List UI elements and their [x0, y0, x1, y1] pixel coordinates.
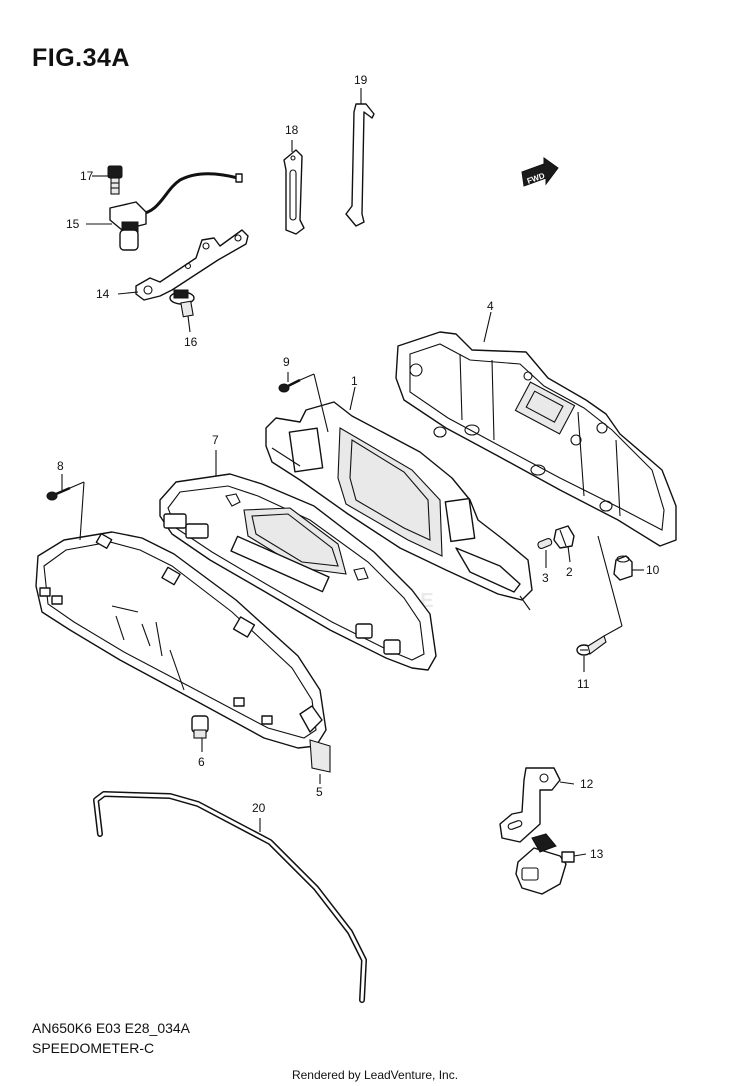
callout-20: 20 — [252, 801, 266, 815]
part-1-meter-body[interactable] — [265, 401, 533, 611]
part-19-hook[interactable] — [345, 103, 375, 227]
callout-18: 18 — [285, 123, 299, 137]
callout-9: 9 — [283, 355, 290, 369]
callout-10: 10 — [646, 563, 660, 577]
figure-title: FIG.34A — [32, 44, 130, 72]
fwd-arrow-icon: FWD — [521, 157, 559, 187]
part-15-speed-sensor[interactable] — [109, 172, 243, 251]
part-2-grommet[interactable] — [553, 525, 575, 549]
part-16-bolt[interactable] — [169, 289, 195, 318]
callout-19: 19 — [354, 73, 368, 87]
part-4-rear-case[interactable] — [395, 331, 677, 547]
part-12-bracket[interactable] — [499, 767, 561, 843]
section-name: SPEEDOMETER-C — [32, 1040, 155, 1056]
callout-17: 17 — [80, 169, 94, 183]
callout-11: 11 — [577, 677, 590, 691]
callout-3: 3 — [542, 571, 549, 585]
callout-5: 5 — [316, 785, 323, 799]
callout-16: 16 — [184, 335, 198, 349]
callout-13: 13 — [590, 847, 604, 861]
part-7-front-panel[interactable] — [159, 473, 437, 671]
model-code: AN650K6 E03 E28_034A — [32, 1020, 191, 1036]
part-5-lens-cover[interactable] — [35, 531, 331, 773]
render-credit: Rendered by LeadVenture, Inc. — [291, 1068, 459, 1082]
callout-14: 14 — [96, 287, 110, 301]
part-18-strap[interactable] — [283, 149, 305, 235]
callout-8: 8 — [57, 459, 64, 473]
callout-6: 6 — [198, 755, 205, 769]
part-14-bracket[interactable] — [135, 229, 249, 301]
part-11-screw[interactable] — [576, 635, 607, 656]
part-9-screw[interactable] — [278, 378, 301, 393]
leader-lines — [61, 88, 644, 857]
callout-15: 15 — [66, 217, 80, 231]
part-6-clip[interactable] — [191, 715, 209, 739]
part-13-connector[interactable] — [515, 833, 575, 895]
callout-7: 7 — [212, 433, 219, 447]
callout-4: 4 — [487, 299, 494, 313]
part-17-bolt[interactable] — [107, 165, 123, 195]
part-8-screw[interactable] — [46, 486, 71, 501]
callout-2: 2 — [566, 565, 573, 579]
callout-1: 1 — [351, 374, 358, 388]
part-3-pin[interactable] — [537, 538, 553, 550]
callout-12: 12 — [580, 777, 594, 791]
part-10-cap[interactable] — [613, 555, 633, 581]
part-20-rod[interactable] — [93, 791, 367, 1003]
